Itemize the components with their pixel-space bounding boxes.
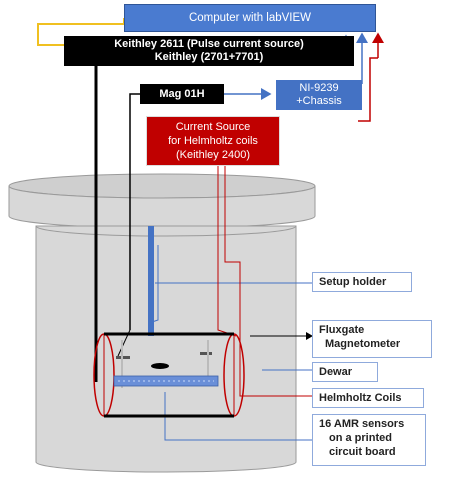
- current-line-3: (Keithley 2400): [176, 149, 250, 161]
- helmholtz-coil-assembly: [93, 332, 245, 418]
- keithley-line-1: Keithley 2611 (Pulse current source): [114, 38, 304, 50]
- ni-box: NI-9239 +Chassis: [276, 80, 362, 110]
- computer-box: Computer with labVIEW: [124, 4, 376, 32]
- current-source-box: Current Source for Helmholtz coils (Keit…: [146, 116, 280, 166]
- setup-holder-rod: [148, 226, 154, 336]
- amr-pcb: [113, 375, 219, 387]
- mag-label: Mag 01H: [159, 88, 205, 100]
- current-to-computer-link: [358, 57, 378, 122]
- fluxgate-probe: [151, 363, 169, 369]
- keithley-box: Keithley 2611 (Pulse current source) Kei…: [64, 36, 354, 66]
- ni-line-1: NI-9239: [299, 82, 339, 94]
- current-line-1: Current Source: [175, 121, 251, 133]
- clip-right: [200, 352, 212, 355]
- setup-holder-label: Setup holder: [312, 272, 412, 292]
- ni-line-2: +Chassis: [296, 95, 342, 107]
- dewar-body: [35, 225, 297, 473]
- keithley-line-2: Keithley (2701+7701): [154, 51, 264, 63]
- dewar: [8, 173, 316, 473]
- dewar-label: Dewar: [312, 362, 378, 382]
- mag-wire: [129, 93, 140, 330]
- coil-lead-2: [224, 166, 312, 397]
- helmholtz-label: Helmholtz Coils: [312, 388, 424, 408]
- amr-pointer: [164, 392, 312, 441]
- current-line-2: for Helmholtz coils: [168, 135, 258, 147]
- computer-label: Computer with labVIEW: [188, 12, 312, 24]
- dewar-neck-line: [35, 225, 297, 237]
- fluxgate-label: Fluxgate Magnetometer: [312, 320, 432, 358]
- mag-box: Mag 01H: [140, 84, 224, 104]
- amr-label: 16 AMR sensors on a printed circuit boar…: [312, 414, 426, 466]
